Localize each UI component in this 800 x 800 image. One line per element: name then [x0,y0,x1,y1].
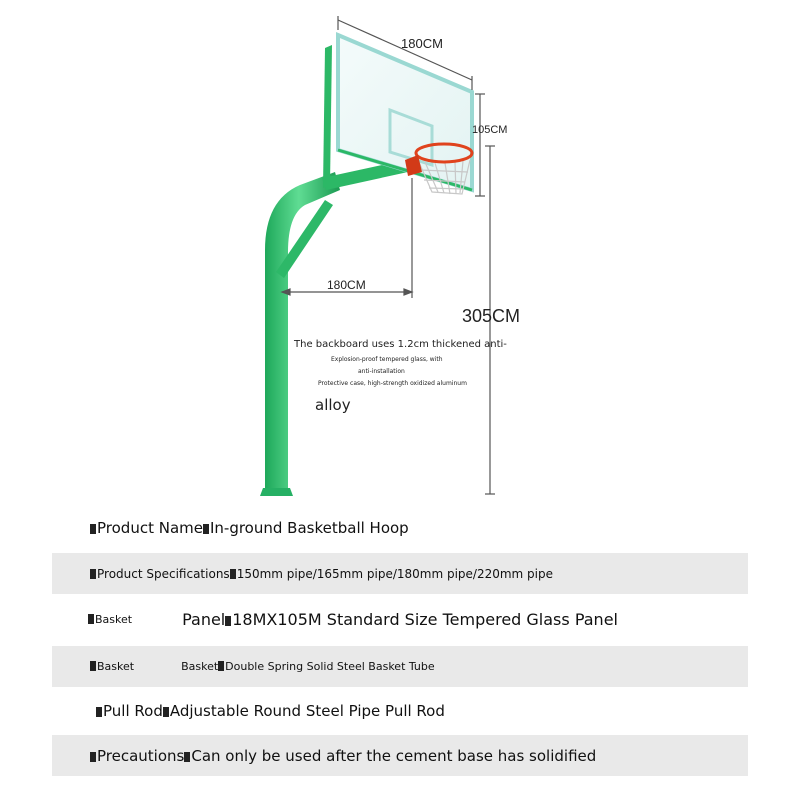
product-name-value: In-ground Basketball Hoop [209,518,409,537]
specifications-label: Product Specifications [97,566,230,581]
panel-word: Panel [182,610,226,629]
dimension-rim-height-label: 305CM [462,306,521,326]
frame-bar [323,45,332,188]
panel-value: 18MX105M Standard Size Tempered Glass Pa… [232,610,618,629]
pole [265,172,340,495]
pull-rod-label: Pull Rod [103,701,163,720]
rim-bracket [405,155,422,176]
specifications-value: 150mm pipe/165mm pipe/180mm pipe/220mm p… [236,566,554,581]
target-square [388,107,434,168]
product-name-label: Product Name [97,518,203,537]
dimension-width-label: 180CM [401,36,443,51]
spec-row-panel: Basket Panel 18MX105M Standard Size Tempe… [52,599,748,640]
note-line-2: Explosion-proof tempered glass, with [331,356,443,363]
spec-row-basket: Basket Basket Double Spring Solid Steel B… [52,646,748,687]
note-line-3: anti-installation [358,368,405,375]
arm [322,160,408,190]
pull-rod-value: Adjustable Round Steel Pipe Pull Rod [169,701,445,720]
basket-row-label: Basket [97,660,135,673]
precautions-value: Can only be used after the cement base h… [191,746,597,765]
spec-row-specifications: Product Specifications 150mm pipe/165mm p… [52,553,748,594]
note-line-1: The backboard uses 1.2cm thickened anti- [294,339,507,350]
spec-row-pull-rod: Pull Rod Adjustable Round Steel Pipe Pull… [52,690,748,731]
backboard-glass [336,31,474,193]
spec-row-product-name: Product Name In-ground Basketball Hoop [52,507,748,548]
precautions-label: Precautions [97,746,185,765]
dimension-reach-label: 180CM [327,278,366,292]
dimension-lines [280,16,495,495]
spec-row-precautions: Precautions Can only be used after the ce… [52,735,748,776]
note-line-4: Protective case, high-strength oxidized … [318,380,467,387]
pole-base [260,488,293,496]
support-brace [276,200,333,278]
dimension-board-height-label: 105CM [472,124,508,136]
basket-word: Basket [181,660,219,673]
net [417,159,471,195]
panel-row-label: Basket [95,613,133,626]
basketball-hoop-illustration [260,16,495,496]
board-frame [337,148,473,192]
rim [414,142,474,164]
note-line-5: alloy [315,396,351,414]
basket-value: Double Spring Solid Steel Basket Tube [225,660,435,673]
